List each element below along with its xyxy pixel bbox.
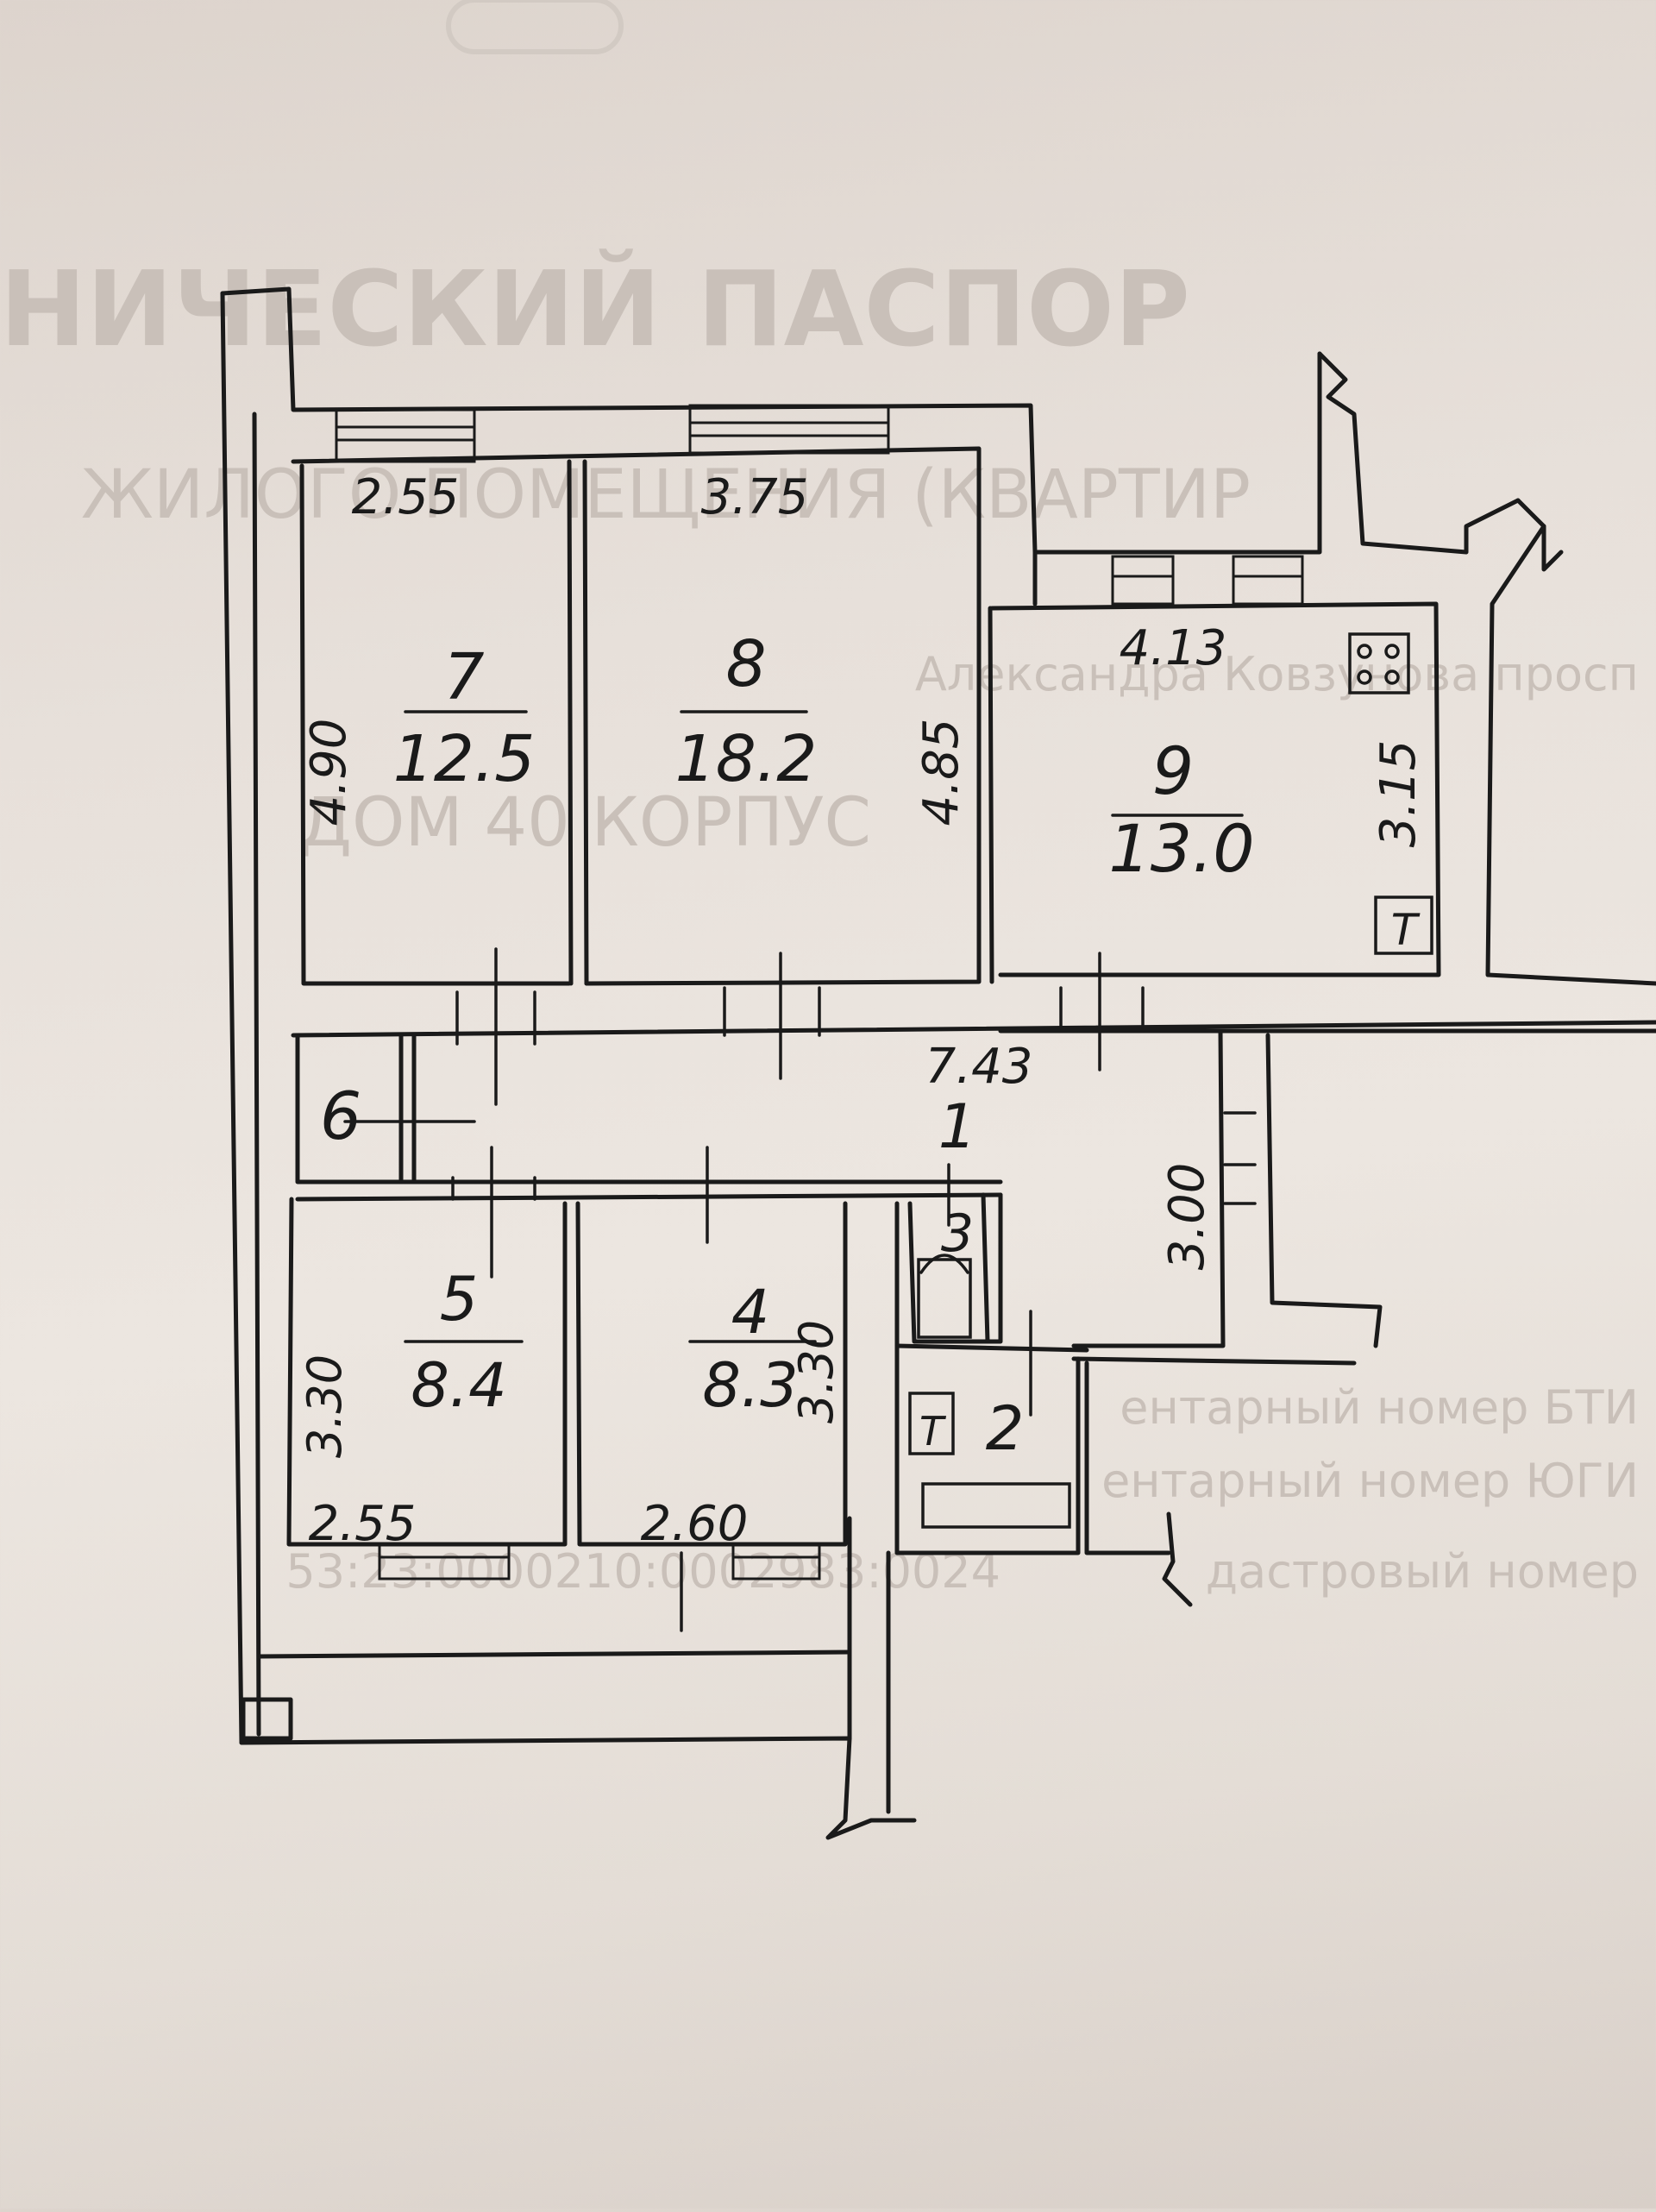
room-8-label: 8 18.2	[675, 627, 818, 796]
dim-room7-width: 2.55	[352, 469, 460, 525]
stove-icon	[1348, 632, 1410, 694]
room-9-number: 9	[1152, 732, 1194, 809]
room-5-label: 5 8.4	[404, 1264, 524, 1421]
dim-room7-height: 4.90	[301, 719, 357, 826]
dim-room9-width: 4.13	[1120, 620, 1227, 676]
dim-room5-width: 2.55	[309, 1496, 417, 1552]
stamp-mark	[446, 0, 624, 54]
bath-sink-symbol: Т	[919, 1408, 947, 1455]
doors	[343, 947, 1257, 1632]
bg-cadastral-label: дастровый номер	[1206, 1544, 1639, 1599]
room-7-area: 12.5	[393, 722, 536, 796]
kitchen-sink-symbol: Т	[1391, 905, 1421, 955]
bg-bti-text: ентарный номер БТИ	[1120, 1380, 1639, 1435]
bg-cadastral-number: 53:23:0000210:0002983:0024	[285, 1544, 1000, 1599]
window-kitchen	[1111, 555, 1304, 606]
window-room4	[731, 1543, 821, 1580]
room-7-number: 7	[443, 640, 484, 714]
bathtub-icon	[921, 1482, 1071, 1529]
outer-walls	[220, 286, 1656, 1840]
room-4-area: 8.3	[702, 1350, 798, 1421]
dim-room8-height: 4.85	[913, 719, 969, 826]
room-3-number: 3	[941, 1203, 974, 1264]
dimensions: 2.55 3.75 4.13 4.90 4.85 3.15 7.43 3.00 …	[298, 469, 1427, 1552]
dim-room4-height: 3.30	[789, 1320, 844, 1423]
dim-hall-height: 3.00	[1159, 1163, 1215, 1271]
fixtures: Т Т	[908, 632, 1433, 1529]
room-5-area: 8.4	[411, 1350, 506, 1421]
dim-corridor-length: 7.43	[925, 1039, 1033, 1095]
room-9-label: 9 13.0	[1108, 732, 1254, 887]
room-labels: 7 12.5 8 18.2 9 13.0 6 5 8.4 4 8.3 1 3 2	[320, 627, 1255, 1464]
room-7-label: 7 12.5	[393, 640, 536, 796]
room-8-number: 8	[725, 627, 766, 701]
toilet-icon	[917, 1254, 972, 1339]
bg-address-text: Александра Ковзунова просп	[915, 647, 1639, 701]
room-1-number: 1	[938, 1091, 977, 1162]
bath-sink-icon: Т	[908, 1392, 955, 1455]
window-room8	[688, 404, 890, 455]
room-8-area: 18.2	[675, 722, 818, 796]
bg-ugi-text: ентарный номер ЮГИ	[1101, 1454, 1639, 1508]
dim-room5-height: 3.30	[298, 1354, 352, 1458]
dim-room8-width: 3.75	[701, 469, 809, 525]
room-5-number: 5	[440, 1264, 479, 1335]
kitchen-sink-icon: Т	[1374, 895, 1433, 955]
windows	[335, 404, 1304, 1580]
interior-walls	[286, 459, 1656, 1555]
dim-room9-height: 3.15	[1371, 740, 1427, 848]
dim-room4-width: 2.60	[641, 1496, 749, 1552]
column-block	[241, 1697, 293, 1741]
window-room5	[378, 1543, 511, 1580]
room-4-number: 4	[731, 1277, 770, 1348]
bg-subtitle-text: ЖИЛОГО ПОМЕЩЕНИЯ (КВАРТИР	[81, 456, 1251, 534]
room-2-number: 2	[986, 1393, 1025, 1464]
room-4-label: 4 8.3	[688, 1277, 817, 1421]
room-6-number: 6	[320, 1078, 361, 1154]
bg-title-text: ТЕХНИЧЕСКИЙ ПАСПОР	[0, 249, 1190, 370]
window-room7	[335, 408, 476, 463]
room-9-area: 13.0	[1108, 810, 1254, 887]
